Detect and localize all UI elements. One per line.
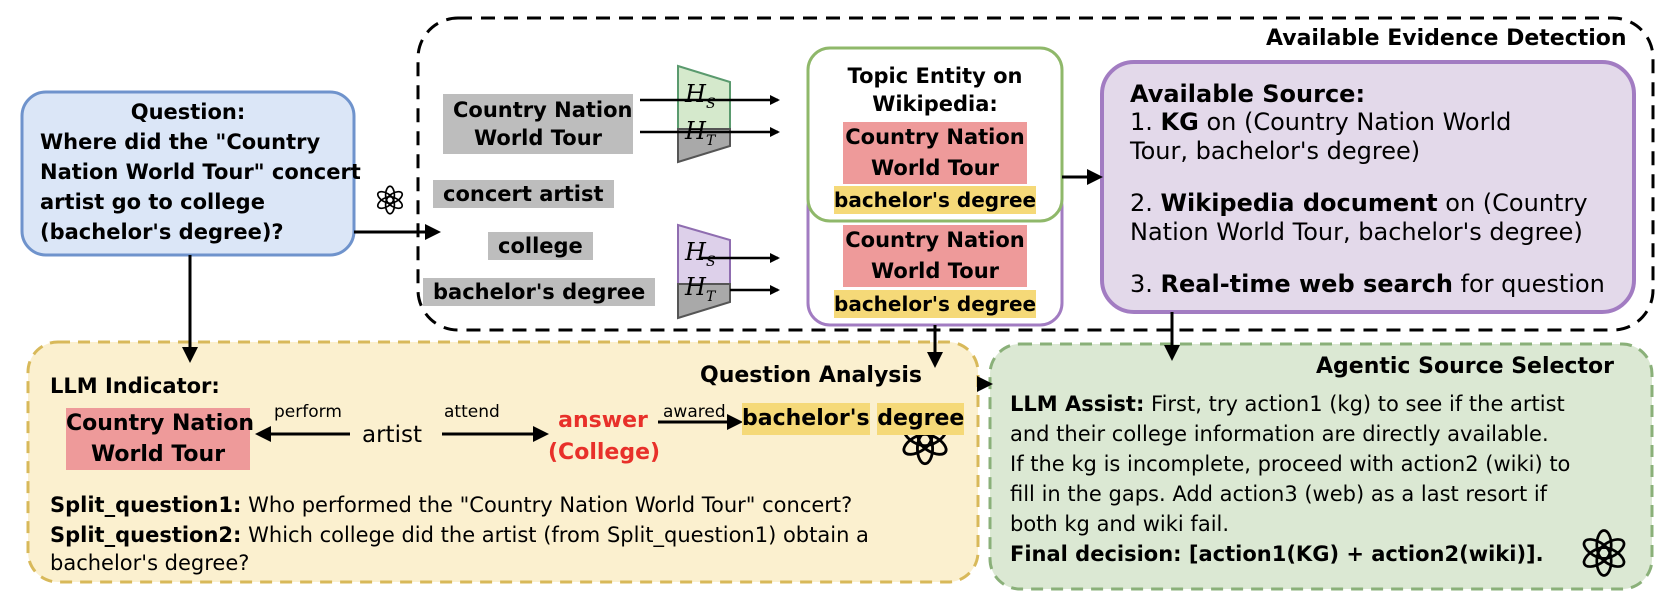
graph-node-bachelors-degree: bachelor's degree <box>742 403 965 435</box>
openai-icon-small <box>375 185 405 215</box>
topic-entity-item-1-line2: World Tour <box>870 156 999 180</box>
graph-node-country-nation-line1: Country Nation <box>66 411 255 436</box>
graph-node-bachelors-line1: bachelor's <box>742 403 870 435</box>
graph-edge-attend: attend <box>444 402 500 422</box>
graph-edge-perform: perform <box>274 402 342 422</box>
evidence-detection-title: Available Evidence Detection <box>1266 26 1627 51</box>
source-selector-title: Agentic Source Selector <box>1316 354 1614 379</box>
source-2-line2: Nation World Tour, bachelor's degree) <box>1130 218 1583 246</box>
selector-text: LLM Assist: First, try action1 (kg) to s… <box>1010 389 1570 569</box>
topic-entity-title-line1: Topic Entity on <box>847 64 1023 88</box>
ht-label-top: HT <box>685 117 716 149</box>
split-question-1: Split_question1: Who performed the "Coun… <box>50 493 853 517</box>
graph-node-country-nation: Country Nation World Tour <box>66 408 255 470</box>
question-title: Question: <box>130 100 246 124</box>
topic-entity-title-line2: Wikipedia: <box>872 92 998 116</box>
encoder-heads-top <box>677 64 731 164</box>
selector-line-4: fill in the gaps. Add action3 (web) as a… <box>1010 482 1548 506</box>
graph-node-answer-line1: answer <box>558 408 648 433</box>
split-question-2: Split_question2: Which college did the a… <box>50 521 869 577</box>
selector-line-2: and their college information are direct… <box>1010 422 1549 446</box>
source-1: 1. KG on (Country Nation World Tour, bac… <box>1130 108 1511 166</box>
question-analysis-box <box>26 340 980 584</box>
second-entity-item-1: Country Nation World Tour <box>843 225 1027 287</box>
entity-country-nation-line1: Country Nation <box>453 98 633 122</box>
graph-node-answer: answer (College) <box>548 405 661 469</box>
graph-node-artist: artist <box>362 422 422 448</box>
question-box <box>20 90 356 257</box>
topic-entity-title: Topic Entity on Wikipedia: <box>808 62 1062 118</box>
evidence-detection-box <box>416 16 1655 332</box>
graph-node-country-nation-line2: World Tour <box>90 442 226 467</box>
question-analysis-title: Question Analysis <box>700 363 923 388</box>
entity-bachelors-degree: bachelor's degree <box>423 278 656 306</box>
split-question-2-line1: Split_question2: Which college did the a… <box>50 523 869 547</box>
source-selector-box <box>988 342 1654 591</box>
second-entity-item-1-line2: World Tour <box>870 259 999 283</box>
entity-concert-artist: concert artist <box>433 180 614 208</box>
llm-indicator-label: LLM Indicator: <box>50 374 220 398</box>
question-line-4: (bachelor's degree)? <box>40 220 284 244</box>
split-question-2-line2: bachelor's degree? <box>50 551 250 575</box>
graph-edge-awared: awared <box>663 402 726 422</box>
entity-college: college <box>488 232 593 260</box>
graph-node-answer-line2: (College) <box>548 440 661 465</box>
topic-entity-item-1-line1: Country Nation <box>845 125 1025 149</box>
selector-line-3: If the kg is incomplete, proceed with ac… <box>1010 452 1571 476</box>
source-1-line2: Tour, bachelor's degree) <box>1130 137 1421 165</box>
source-3: 3. Real-time web search for question <box>1130 270 1605 298</box>
selector-final-decision: Final decision: [action1(KG) + action2(w… <box>1010 542 1544 566</box>
graph-node-bachelors-line2: degree <box>877 403 965 435</box>
available-source-title: Available Source: <box>1130 80 1366 108</box>
second-entity-item-1-line1: Country Nation <box>845 228 1025 252</box>
hs-label-top: HS <box>685 80 716 112</box>
ht-label-bottom: HT <box>685 273 716 305</box>
source-2: 2. Wikipedia document on (Country Nation… <box>1130 189 1588 247</box>
question-line-1: Where did the "Country <box>40 130 321 154</box>
source-2-line1: 2. Wikipedia document on (Country <box>1130 189 1588 217</box>
hs-label-bottom: HS <box>685 238 716 270</box>
entity-country-nation: Country Nation World Tour <box>443 94 633 154</box>
source-1-line1: 1. KG on (Country Nation World <box>1130 108 1512 136</box>
topic-entity-item-1: Country Nation World Tour <box>843 122 1027 184</box>
encoder-heads-bottom <box>677 223 731 320</box>
question-line-3: artist go to college <box>40 190 265 214</box>
topic-entity-item-2: bachelor's degree <box>834 186 1037 214</box>
selector-line-5: both kg and wiki fail. <box>1010 512 1230 536</box>
selector-line-1: LLM Assist: First, try action1 (kg) to s… <box>1010 392 1565 416</box>
available-source-box <box>1100 60 1636 314</box>
entity-country-nation-line2: World Tour <box>473 126 602 150</box>
second-entity-item-2: bachelor's degree <box>834 290 1037 318</box>
question-line-2: Nation World Tour" concert <box>40 160 361 184</box>
